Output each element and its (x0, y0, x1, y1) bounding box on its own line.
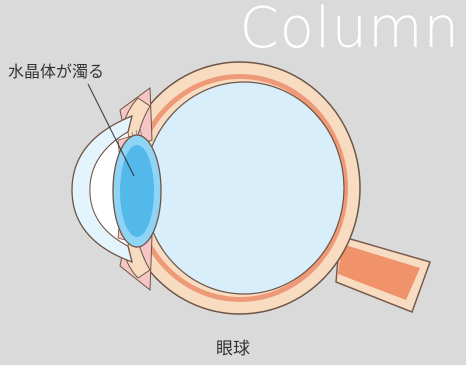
diagram-caption: 眼球 (0, 334, 466, 359)
lens-callout-label: 水晶体が濁る (8, 58, 104, 82)
optic-nerve (336, 236, 430, 312)
vitreous-body (144, 82, 344, 294)
